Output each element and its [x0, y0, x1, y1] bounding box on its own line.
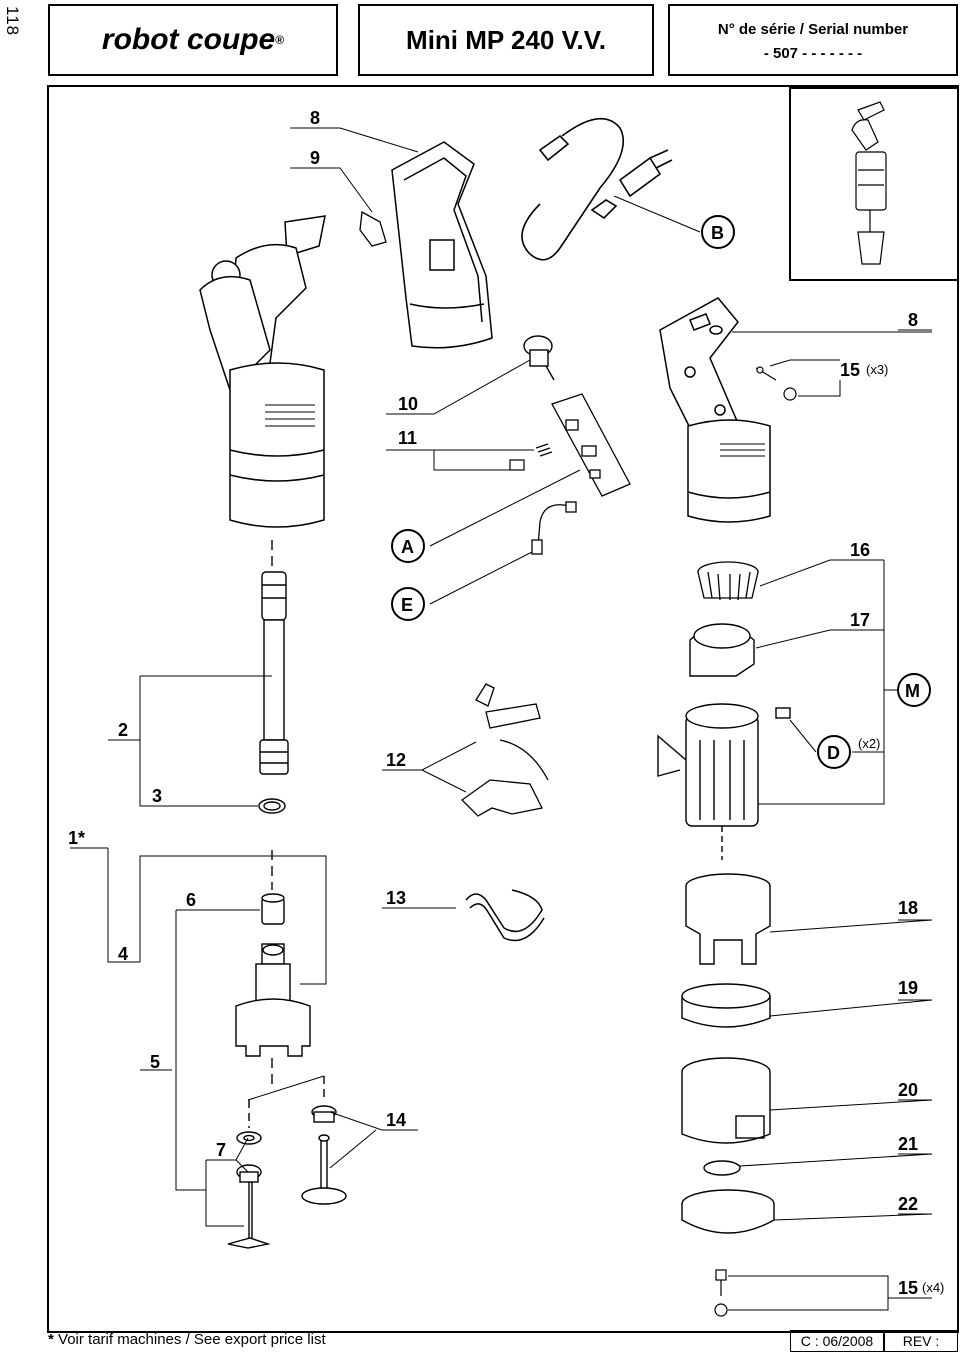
brand-logo: robot coupe® — [101, 23, 285, 56]
label-D-qty: (x2) — [858, 736, 880, 751]
mixer-housing-left — [199, 215, 326, 528]
wire-clip — [465, 889, 545, 942]
model-title: Mini MP 240 V.V. — [406, 24, 606, 55]
wire-harness — [531, 501, 577, 555]
label-20: 20 — [898, 1080, 918, 1100]
label-D: D — [827, 743, 840, 763]
label-19: 19 — [898, 978, 918, 998]
label-5: 5 — [150, 1052, 160, 1072]
part-labels: 8 9 B 8 15 (x3) 10 11 A 16 E 17 M 2 12 D… — [68, 108, 944, 1298]
label-4: 4 — [118, 944, 128, 964]
label-22: 22 — [898, 1194, 918, 1214]
price-list-note-text: Voir tarif machines / See export price l… — [58, 1331, 326, 1348]
label-6: 6 — [186, 890, 196, 910]
label-E: E — [401, 595, 413, 615]
switch-bracket — [460, 683, 549, 817]
mixer-housing-right — [659, 297, 771, 523]
label-18: 18 — [898, 898, 918, 918]
motor-base — [685, 873, 771, 965]
blade-assembly — [227, 1100, 271, 1249]
label-15-bottom-qty: (x4) — [922, 1280, 944, 1295]
serial-label: N° de série / Serial number — [717, 21, 909, 38]
coupling-and-foot — [235, 893, 311, 1090]
label-15-qty: (x3) — [866, 362, 888, 377]
label-15-bottom: 15 — [898, 1278, 918, 1298]
shaft-tube — [258, 540, 289, 890]
cooling-fan — [697, 561, 759, 601]
label-15-top: 15 — [840, 360, 860, 380]
label-M: M — [905, 681, 920, 701]
bottom-cap — [681, 1189, 775, 1234]
label-B: B — [711, 223, 724, 243]
label-2: 2 — [118, 720, 128, 740]
screws-bottom — [714, 1269, 728, 1317]
revision-field: REV : — [884, 1330, 958, 1352]
inset-box — [789, 87, 959, 281]
circuit-board — [551, 393, 631, 497]
label-13: 13 — [386, 888, 406, 908]
label-3: 3 — [152, 786, 162, 806]
label-8-top: 8 — [310, 108, 320, 128]
power-cord — [521, 117, 673, 261]
label-7: 7 — [216, 1140, 226, 1160]
label-A: A — [401, 537, 414, 557]
serial-value: - 507 - - - - - - - — [763, 45, 863, 62]
brand-logo-box: robot coupe® — [48, 4, 338, 76]
inset-mixer-icon — [851, 101, 887, 265]
leader-lines — [70, 127, 933, 1311]
label-1: 1* — [68, 828, 85, 848]
serial-number-box: N° de série / Serial number - 507 - - - … — [668, 4, 958, 76]
fan-housing — [689, 623, 755, 677]
price-list-note: * Voir tarif machines / See export price… — [48, 1331, 326, 1348]
brush-set — [509, 443, 553, 471]
speed-knob — [523, 335, 555, 381]
label-9: 9 — [310, 148, 320, 168]
label-17: 17 — [850, 610, 870, 630]
label-14: 14 — [386, 1110, 406, 1130]
label-16: 16 — [850, 540, 870, 560]
drive-tool — [301, 1076, 347, 1205]
upper-housing — [391, 141, 493, 349]
screws-top — [755, 366, 797, 401]
label-10: 10 — [398, 394, 418, 414]
label-21: 21 — [898, 1134, 918, 1154]
revision-date: C : 06/2008 — [790, 1330, 884, 1352]
outer-body — [681, 1057, 771, 1144]
switch-part — [359, 210, 387, 247]
model-title-box: Mini MP 240 V.V. — [358, 4, 654, 76]
motor — [657, 703, 791, 860]
label-11: 11 — [398, 428, 417, 448]
gasket — [703, 1160, 741, 1176]
band-ring — [681, 983, 771, 1028]
label-8-right: 8 — [908, 310, 918, 330]
label-12: 12 — [386, 750, 406, 770]
